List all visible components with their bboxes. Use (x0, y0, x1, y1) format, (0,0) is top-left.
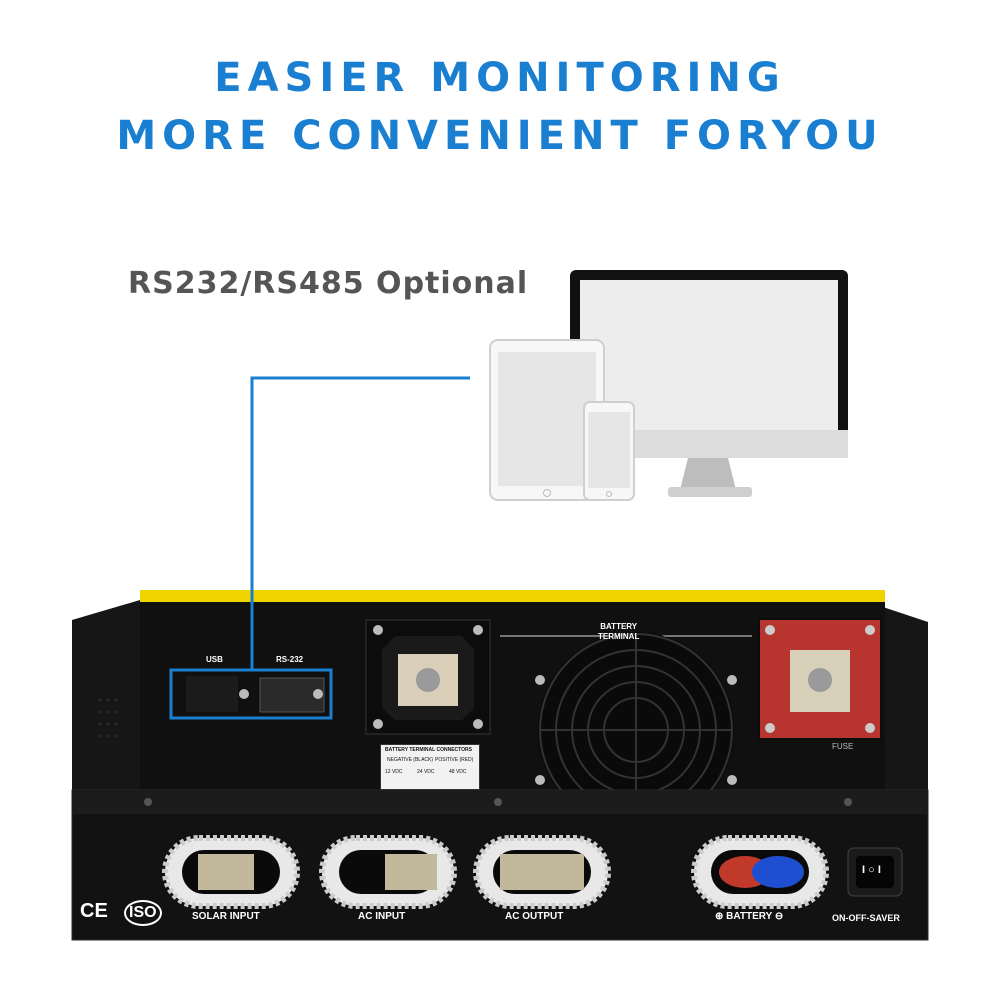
usb-label: USB (206, 655, 223, 664)
negative-label: NEGATIVE (BLACK) (387, 757, 434, 763)
screw-icon (313, 689, 323, 699)
ac-input-gland (319, 835, 457, 909)
phone-icon (583, 401, 635, 501)
screw-icon (535, 675, 545, 685)
screw-icon (865, 625, 875, 635)
headline-line-1: EASIER MONITORING (214, 55, 786, 101)
screw-icon (473, 625, 483, 635)
battery-label: ⊕ BATTERY ⊖ (715, 911, 784, 922)
headline-line-2: MORE CONVENIENT FORYOU (116, 113, 884, 159)
screw-icon (727, 775, 737, 785)
positive-label: POSITIVE (RED) (435, 757, 474, 763)
v24-label: 24 VDC (417, 769, 435, 775)
ac-input-label: AC INPUT (358, 911, 406, 922)
screw-icon (765, 723, 775, 733)
ce-mark-icon: CE (80, 900, 108, 922)
screw-icon (765, 625, 775, 635)
screw-icon (239, 689, 249, 699)
tablet-icon (489, 339, 605, 501)
switch-glyph: I ○ I (862, 864, 881, 876)
ac-output-gland (473, 835, 611, 909)
fuse-label: FUSE (832, 742, 854, 751)
rs232-rs485-optional-label: RS232/RS485 Optional (128, 266, 529, 301)
screw-icon (535, 775, 545, 785)
screw-icon (473, 719, 483, 729)
rs232-label: RS-232 (276, 655, 304, 664)
table-title: BATTERY TERMINAL CONNECTORS (385, 747, 472, 753)
devices-illustration (489, 270, 848, 501)
v12-label: 12 VDC (385, 769, 403, 775)
usb-port (186, 676, 238, 712)
battery-terminal-connectors-table: BATTERY TERMINAL CONNECTORS NEGATIVE (BL… (380, 744, 480, 790)
ac-output-label: AC OUTPUT (505, 911, 564, 922)
solar-input-label: SOLAR INPUT (192, 911, 260, 922)
on-off-saver-label: ON-OFF-SAVER (832, 913, 900, 923)
battery-gland (691, 835, 829, 909)
v48-label: 48 VDC (449, 769, 467, 775)
battery-terminal-label: BATTERY TERMINAL (598, 622, 640, 641)
screw-icon (865, 723, 875, 733)
screw-icon (373, 625, 383, 635)
screw-icon (727, 675, 737, 685)
iso-mark-icon: ISO (124, 900, 162, 926)
connection-line (250, 376, 470, 670)
screw-icon (373, 719, 383, 729)
yellow-top-strip (140, 590, 885, 604)
solar-input-gland (162, 835, 300, 909)
